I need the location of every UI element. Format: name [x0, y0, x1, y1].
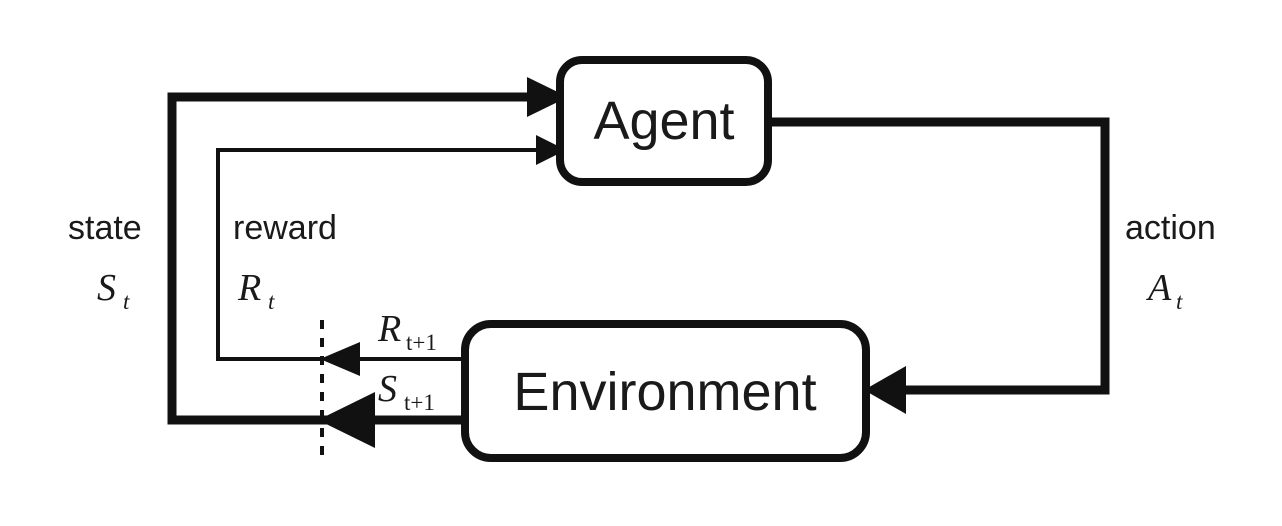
node-environment[interactable]: Environment	[461, 320, 870, 462]
action-symbol-subscript: t	[1176, 289, 1183, 314]
next-state-subscript: t+1	[404, 390, 435, 415]
label-action: action A t	[1125, 209, 1216, 314]
edge-reward-to-agent	[216, 135, 566, 361]
reward-edge-path	[216, 148, 536, 361]
next-reward-subscript: t+1	[406, 330, 437, 355]
environment-label: Environment	[513, 362, 816, 422]
edge-action-to-environment	[768, 117, 1110, 414]
label-reward: reward R t	[233, 209, 337, 314]
state-symbol: S	[97, 267, 116, 309]
node-agent[interactable]: Agent	[556, 56, 772, 186]
label-next-reward: R t+1	[377, 308, 437, 355]
action-arrowhead-icon	[864, 366, 906, 414]
action-symbol: A	[1145, 267, 1172, 309]
label-state: state S t	[68, 209, 142, 314]
edge-next-reward	[320, 342, 466, 376]
next-reward-arrowhead-icon	[320, 342, 360, 376]
state-word: state	[68, 209, 142, 247]
action-word: action	[1125, 209, 1216, 247]
state-symbol-subscript: t	[123, 289, 130, 314]
next-state-arrowhead-icon	[318, 392, 375, 448]
next-state-symbol: S	[378, 368, 397, 410]
reward-word: reward	[233, 209, 337, 247]
state-arrowhead-icon	[527, 77, 568, 117]
edge-next-state	[318, 392, 466, 448]
label-next-state: S t+1	[378, 368, 435, 415]
reward-arrowhead-icon	[536, 135, 566, 165]
environment-box[interactable]	[461, 320, 870, 462]
agent-box[interactable]	[556, 56, 772, 186]
next-reward-symbol: R	[377, 308, 401, 350]
reward-symbol-subscript: t	[268, 289, 275, 314]
agent-label: Agent	[593, 91, 734, 151]
reward-symbol: R	[237, 267, 261, 309]
action-edge-path	[768, 117, 1110, 395]
